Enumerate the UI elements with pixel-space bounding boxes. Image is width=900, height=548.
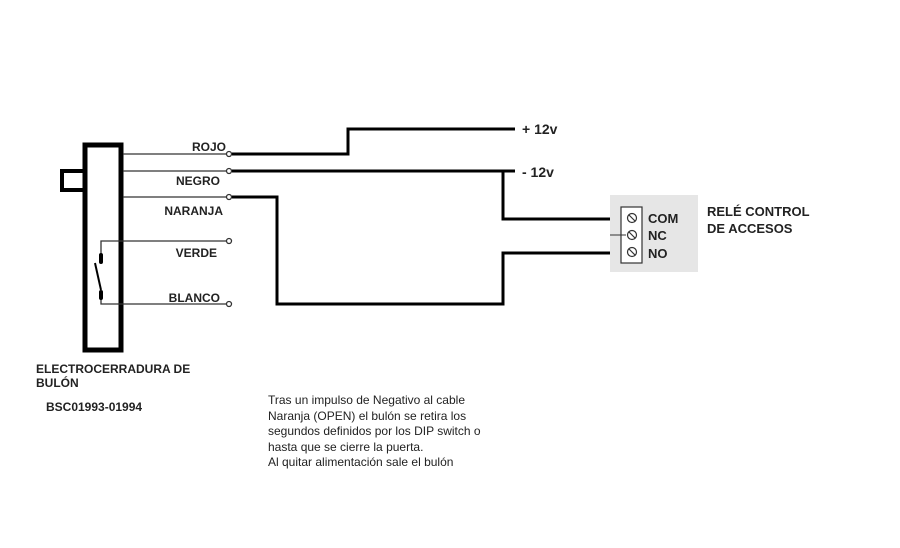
lock-body [82, 142, 124, 353]
label-negro: NEGRO [176, 174, 220, 188]
note-line: hasta que se cierre la puerta. [268, 439, 424, 454]
cable-positive [232, 127, 515, 156]
terminal-negro [225, 167, 233, 175]
label-verde: VERDE [176, 246, 217, 260]
label-blanco: BLANCO [169, 291, 220, 305]
terminal-blanco [225, 300, 233, 308]
note-line: Naranja (OPEN) el bulón se retira los [268, 408, 467, 423]
label-naranja: NARANJA [164, 204, 223, 218]
device-model: BSC01993-01994 [46, 400, 142, 414]
relay-title-1: RELÉ CONTROL [707, 204, 810, 219]
label-negative: - 12v [522, 164, 554, 180]
device-name-2: BULÓN [36, 375, 79, 390]
label-positive: + 12v [522, 121, 558, 137]
terminal-rojo [225, 150, 233, 158]
cable-naranja-to-no [232, 195, 613, 306]
door-switch-icon [94, 253, 103, 300]
operation-note: Tras un impulso de Negativo al cable Nar… [268, 393, 481, 471]
terminal-verde [225, 237, 233, 245]
terminal-label-nc: NC [648, 228, 667, 243]
note-line: Tras un impulso de Negativo al cable [268, 393, 465, 407]
terminal-label-no: NO [648, 246, 668, 261]
lock-bolt [60, 169, 87, 192]
label-rojo: ROJO [192, 140, 226, 154]
cable-negative-to-com [501, 171, 610, 221]
terminal-label-com: COM [648, 211, 678, 226]
device-name-1: ELECTROCERRADURA DE [36, 362, 190, 376]
relay-title-2: DE ACCESOS [707, 221, 793, 236]
wire-verde [100, 240, 226, 255]
note-line: segundos definidos por los DIP switch o [268, 424, 481, 438]
screw-icon [626, 212, 638, 258]
note-line: Al quitar alimentación sale el bulón [268, 455, 454, 469]
terminal-naranja [225, 193, 233, 201]
